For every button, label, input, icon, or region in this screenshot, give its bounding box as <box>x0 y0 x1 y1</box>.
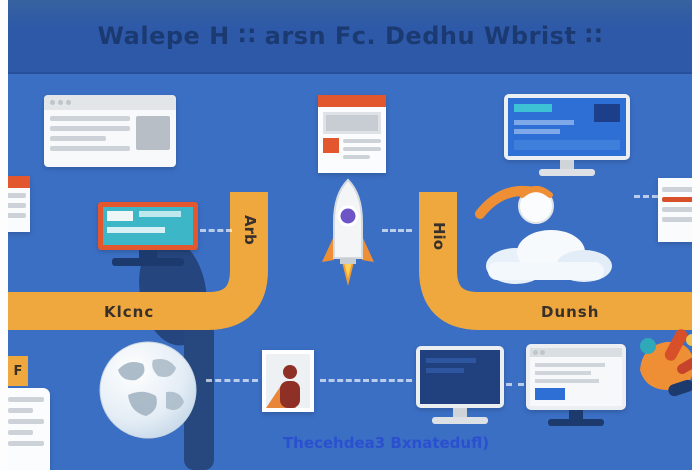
dashed-connector <box>382 229 412 232</box>
tools-icon <box>632 326 700 410</box>
browser-window-icon <box>44 95 176 167</box>
cloud-icon <box>476 228 616 288</box>
mini-browser-icon <box>318 95 386 173</box>
dashed-connector <box>634 195 658 198</box>
globe-icon <box>98 340 198 444</box>
bottom-caption: Thecehdea3 Bxnatedufl) <box>282 434 490 452</box>
comet-icon <box>474 180 558 234</box>
left-margin <box>0 0 8 470</box>
desktop-monitor-icon <box>504 94 630 176</box>
photo-card-icon <box>262 350 314 412</box>
road-label-left-horizontal: Klcnc <box>104 303 155 321</box>
dashed-connector <box>206 379 258 382</box>
rocket-icon <box>320 178 376 292</box>
orange-monitor-icon <box>98 202 198 266</box>
right-margin <box>692 0 700 470</box>
dark-monitor-icon <box>416 346 504 424</box>
header-band: Walepe H ∷ arsn Fc. Dedhu Wbrist ∷ <box>8 0 692 74</box>
dashed-connector <box>320 379 412 382</box>
orange-tag: F <box>8 356 28 386</box>
dashed-connector <box>506 383 524 386</box>
browser-monitor-icon <box>526 344 626 426</box>
road-label-right-horizontal: Dunsh <box>541 303 600 321</box>
dashed-connector <box>200 229 232 232</box>
road-label-left-vertical: Arb <box>241 215 259 245</box>
orange-tag-label: F <box>13 363 23 379</box>
smartphone-icon <box>2 388 50 470</box>
header-title: Walepe H ∷ arsn Fc. Dedhu Wbrist ∷ <box>97 22 603 50</box>
road-label-right-vertical: Hio <box>430 222 448 251</box>
